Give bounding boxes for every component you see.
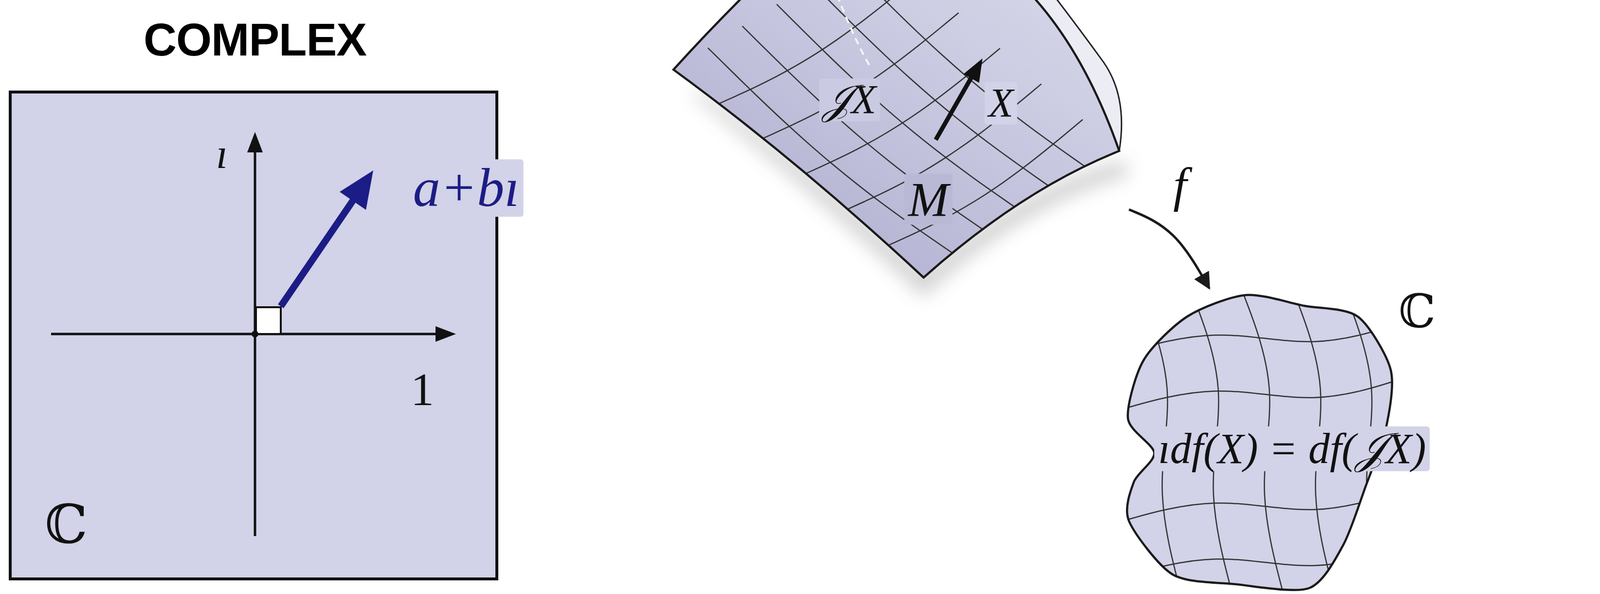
imaginary-axis <box>254 150 257 536</box>
real-axis <box>51 332 438 336</box>
vector-label: a+bı <box>409 159 524 217</box>
diagram-title: COMPLEX <box>143 16 367 65</box>
vector-arrowhead <box>963 58 983 83</box>
holomorphic-equation: ıdf(X) = df(𝒥X) <box>1154 426 1430 472</box>
set-symbol: ℂ <box>1398 287 1436 336</box>
complex-vector <box>280 195 357 307</box>
set-symbol: ℂ <box>44 496 88 553</box>
map-label: f <box>1169 159 1191 211</box>
grid-line <box>845 0 1091 170</box>
axis-arrowhead <box>247 131 263 153</box>
surface-name: M <box>904 173 953 225</box>
axis-label: ı <box>216 131 228 176</box>
fold-dashed-line <box>836 0 872 69</box>
surface-shape-outline <box>666 0 1129 292</box>
grid-line <box>811 0 1057 192</box>
surface-sheet <box>673 0 1120 278</box>
surface-outline <box>673 0 1120 278</box>
grid-line <box>1114 321 1407 356</box>
origin-dot <box>251 330 259 338</box>
surface-grid <box>708 0 1091 256</box>
grid-line <box>742 26 990 235</box>
grid-line <box>758 12 959 141</box>
mapping-arrow <box>1128 209 1210 289</box>
surface-curl <box>1031 0 1122 151</box>
grid-line <box>800 48 1000 176</box>
surface-shape: M <box>666 0 1129 292</box>
vector-arrowhead <box>339 170 374 210</box>
vector-label: X <box>984 81 1018 125</box>
grid-line <box>776 4 1024 214</box>
grid-line <box>708 47 958 256</box>
axis-label: 1 <box>410 364 435 415</box>
image-region-shape: ℂıdf(X) = df(𝒥X) <box>1114 288 1597 592</box>
axis-arrowhead <box>435 326 456 342</box>
right-angle-mark <box>255 307 281 334</box>
vector-label: 𝒥X <box>818 78 880 122</box>
tangent-vector <box>935 75 973 140</box>
grid-line <box>715 0 918 106</box>
grid-line <box>1114 377 1407 412</box>
